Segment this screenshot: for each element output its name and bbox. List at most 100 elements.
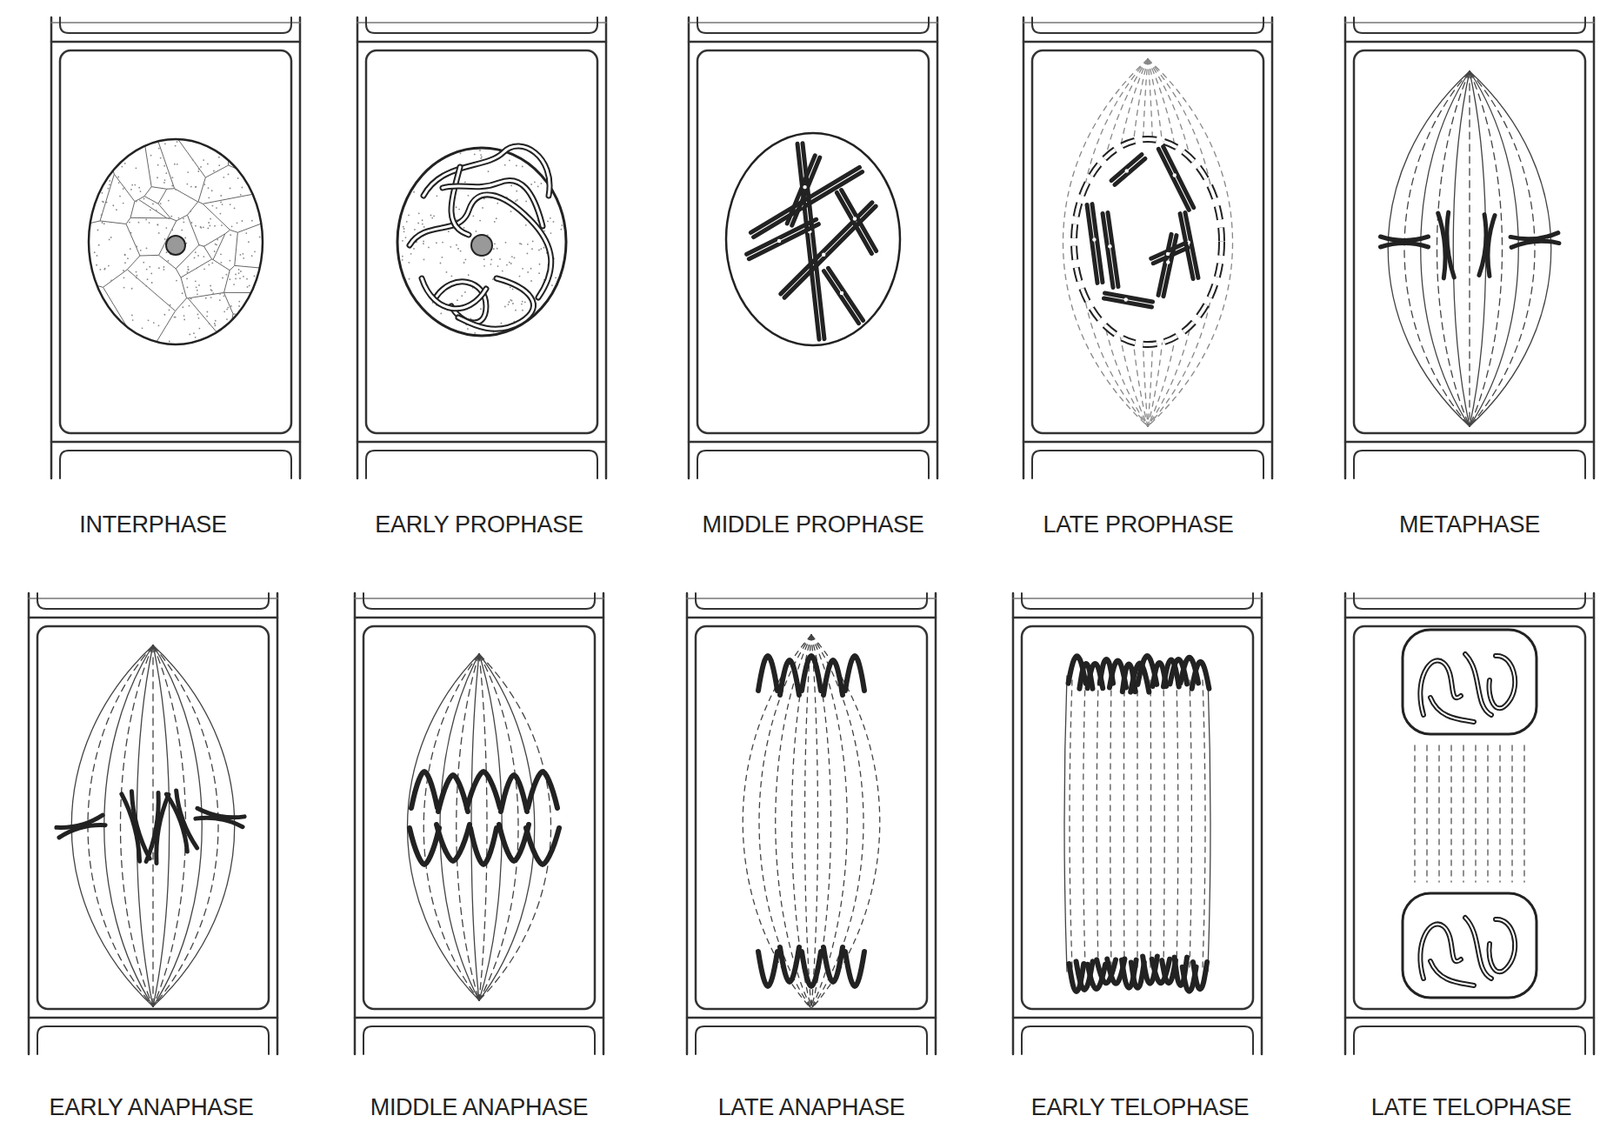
line-drawing	[401, 240, 404, 242]
line-drawing	[216, 239, 219, 241]
line-drawing	[122, 187, 125, 190]
label-slot: EARLY ANAPHASE	[49, 1093, 254, 1121]
chromatin-thread	[1420, 923, 1461, 979]
line-drawing	[214, 324, 217, 327]
line-drawing	[276, 593, 280, 1054]
line-drawing	[28, 616, 278, 620]
line-drawing	[220, 253, 222, 255]
protoplast	[697, 50, 929, 434]
chromosome	[436, 824, 470, 861]
line-drawing	[821, 253, 826, 257]
line-drawing	[213, 170, 215, 173]
line-drawing	[153, 321, 155, 324]
cell-wall	[357, 17, 607, 479]
spindle-fiber	[479, 653, 487, 1000]
line-drawing	[447, 230, 450, 233]
line-drawing	[190, 298, 193, 300]
line-drawing	[508, 261, 511, 264]
line-drawing	[840, 291, 844, 295]
line-drawing	[195, 267, 198, 270]
protoplast	[1353, 50, 1586, 434]
line-drawing	[245, 232, 247, 234]
line-drawing	[151, 281, 154, 284]
line-drawing	[203, 183, 206, 186]
chromosome	[797, 143, 825, 340]
line-drawing	[746, 219, 817, 254]
line-drawing	[540, 247, 542, 250]
line-drawing	[441, 241, 444, 244]
line-drawing	[241, 220, 244, 222]
envelope-fragment	[1073, 139, 1222, 345]
line-drawing	[100, 192, 103, 194]
line-drawing	[492, 278, 494, 280]
line-drawing	[178, 217, 180, 220]
line-drawing	[841, 190, 877, 252]
line-drawing	[108, 239, 111, 241]
line-drawing	[1593, 17, 1596, 479]
line-drawing	[422, 240, 425, 243]
line-drawing	[213, 225, 216, 227]
line-drawing	[407, 261, 410, 264]
line-drawing	[77, 822, 84, 829]
line-drawing	[1260, 593, 1264, 1054]
line-drawing	[1092, 237, 1096, 241]
nuclear-envelope	[726, 133, 900, 346]
line-drawing	[1125, 168, 1129, 173]
line-drawing	[207, 264, 210, 267]
line-drawing	[1185, 212, 1199, 278]
line-drawing	[435, 194, 438, 197]
line-drawing	[540, 182, 543, 185]
line-drawing	[145, 218, 147, 220]
line-drawing	[240, 270, 242, 273]
line-drawing	[1023, 21, 1273, 24]
line-drawing	[1353, 1026, 1586, 1054]
cell-panel	[357, 17, 607, 479]
spindle-fiber	[1404, 71, 1470, 427]
chromosome	[166, 790, 197, 852]
line-drawing	[167, 260, 170, 262]
line-drawing	[1021, 593, 1254, 609]
line-drawing	[533, 180, 536, 183]
line-drawing	[122, 202, 125, 205]
chromatin-thread	[421, 278, 487, 309]
chromosome	[836, 190, 876, 254]
line-drawing	[1107, 213, 1119, 287]
line-drawing	[124, 261, 127, 264]
line-drawing	[228, 278, 231, 280]
chromatin-thread	[1420, 660, 1461, 715]
nuclear-envelope	[88, 139, 263, 345]
line-drawing	[121, 166, 124, 168]
spindle-fiber	[120, 645, 154, 1007]
label-slot: LATE PROPHASE	[1042, 511, 1234, 539]
line-drawing	[526, 271, 529, 274]
chromosome	[500, 774, 527, 812]
line-drawing	[538, 272, 540, 274]
line-drawing	[178, 817, 186, 825]
line-drawing	[1023, 440, 1273, 444]
line-drawing	[191, 221, 194, 224]
line-drawing	[501, 270, 504, 273]
line-drawing	[124, 253, 127, 256]
phragmoplast-fiber	[1413, 745, 1415, 882]
line-drawing	[402, 226, 405, 228]
line-drawing	[124, 162, 127, 165]
line-drawing	[223, 294, 226, 297]
spindle-fiber	[1176, 680, 1179, 967]
line-drawing	[1124, 297, 1128, 301]
line-drawing	[222, 176, 225, 179]
protoplast	[1021, 626, 1254, 1009]
chromatin-thread	[421, 278, 487, 309]
line-drawing	[242, 257, 245, 260]
line-drawing	[202, 159, 205, 161]
chromosome	[823, 946, 843, 982]
line-drawing	[363, 593, 595, 609]
line-drawing	[456, 299, 459, 301]
line-drawing	[167, 200, 170, 202]
chromatin-thread	[442, 180, 543, 227]
line-drawing	[1151, 242, 1187, 259]
line-drawing	[229, 187, 232, 190]
chromosome	[1193, 961, 1207, 989]
line-drawing	[206, 311, 209, 314]
line-drawing	[193, 332, 195, 334]
stage-label: MIDDLE PROPHASE	[701, 511, 924, 539]
